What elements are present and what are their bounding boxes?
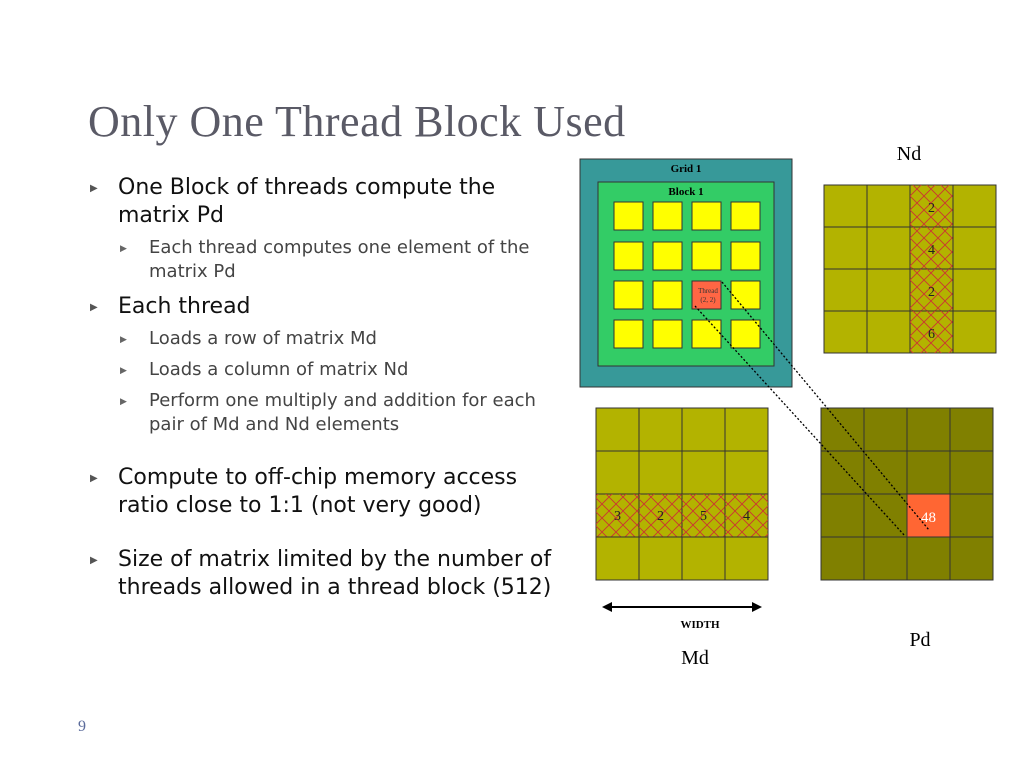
bullet-1: One Block of threads compute the matrix …: [88, 174, 558, 230]
nd-cell: [823, 268, 868, 312]
block-1-label: Block 1: [668, 186, 703, 198]
nd-hatch: [910, 227, 953, 269]
sub-bullet-1-1: Each thread computes one element of the …: [118, 236, 558, 284]
nd-matrix: 2 4 2 6: [823, 184, 997, 354]
bullet-4: Size of matrix limited by the number of …: [88, 546, 558, 602]
md-matrix: 3 2 5 4: [595, 407, 769, 581]
pd-cell: [949, 407, 994, 452]
pd-cell: [906, 407, 951, 452]
nd-cell: [866, 310, 911, 354]
pd-cell: [820, 536, 865, 581]
thread-2-2-cell: [691, 280, 722, 310]
md-cell: [681, 407, 726, 452]
nd-cell: [866, 184, 911, 228]
pd-cell: [863, 536, 908, 581]
pd-cell: [906, 450, 951, 495]
thread-cell: [730, 319, 761, 349]
md-hatch: [682, 494, 725, 537]
thread-cell: [691, 319, 722, 349]
thread-cells: [613, 201, 761, 349]
thread-cell: [613, 280, 644, 310]
grid-1-label: Grid 1: [671, 163, 702, 175]
md-label: Md: [681, 647, 709, 669]
nd-label: Nd: [897, 143, 921, 165]
pd-cell: [906, 536, 951, 581]
sub-bullet-2-1: Loads a row of matrix Md: [118, 327, 558, 352]
nd-value: 6: [928, 327, 935, 342]
thread-cell: [652, 201, 683, 231]
width-arrow: [602, 602, 762, 612]
thread-label: Thread: [698, 287, 718, 295]
bullet-2: Each thread: [88, 293, 558, 322]
pd-cell: [820, 407, 865, 452]
thread-cell: [652, 280, 683, 310]
nd-cell: [866, 268, 911, 312]
md-cell: [595, 407, 640, 452]
thread-cell: [730, 241, 761, 271]
thread-index-label: (2, 2): [700, 296, 716, 304]
nd-cell: [952, 268, 997, 312]
md-cell: [638, 407, 683, 452]
sub-bullet-2-2: Loads a column of matrix Nd: [118, 358, 558, 383]
md-cell: [638, 450, 683, 495]
width-label: WIDTH: [680, 619, 720, 631]
thread-cell: [691, 241, 722, 271]
md-cell: [681, 536, 726, 581]
md-value: 3: [614, 509, 621, 524]
nd-cell: [823, 226, 868, 270]
nd-cell: [952, 310, 997, 354]
nd-hatch: [910, 269, 953, 311]
md-cell: [595, 450, 640, 495]
connector-line-nd: [721, 281, 930, 531]
nd-hatch: [910, 311, 953, 353]
md-cell: [724, 536, 769, 581]
page-number: 9: [78, 718, 86, 735]
nd-cell: [823, 184, 868, 228]
md-cell: [681, 450, 726, 495]
thread-cell: [691, 201, 722, 231]
md-cell: [595, 536, 640, 581]
md-hatch: [725, 494, 768, 537]
md-value: 2: [657, 509, 664, 524]
thread-cell: [652, 241, 683, 271]
md-hatch: [596, 494, 639, 537]
nd-cell: [952, 226, 997, 270]
pd-value: 48: [921, 510, 936, 526]
pd-cell: [949, 536, 994, 581]
pd-cell: [863, 407, 908, 452]
pd-cell: [949, 493, 994, 538]
pd-cell: [820, 450, 865, 495]
md-hatch: [639, 494, 682, 537]
md-cell: [724, 450, 769, 495]
nd-cell: [866, 226, 911, 270]
nd-cell: [952, 184, 997, 228]
nd-cell: [823, 310, 868, 354]
bullet-3: Compute to off-chip memory access ratio …: [88, 464, 558, 520]
thread-cell: [730, 201, 761, 231]
pd-label: Pd: [909, 629, 930, 651]
thread-cell: [613, 319, 644, 349]
slide-title: Only One Thread Block Used: [88, 97, 626, 146]
nd-value: 2: [928, 201, 935, 216]
thread-cell: [730, 280, 761, 310]
md-value: 5: [700, 509, 707, 524]
thread-cell: [652, 319, 683, 349]
md-value: 4: [743, 509, 750, 524]
nd-value: 4: [928, 243, 935, 258]
sub-bullet-2-3: Perform one multiply and addition for ea…: [118, 389, 558, 437]
pd-cell: [949, 450, 994, 495]
pd-cell: [820, 493, 865, 538]
md-cell: [638, 536, 683, 581]
nd-value: 2: [928, 285, 935, 300]
pd-matrix: 48: [820, 407, 994, 581]
thread-cell: [613, 201, 644, 231]
bullet-list: One Block of threads compute the matrix …: [88, 174, 558, 602]
thread-cell: [613, 241, 644, 271]
nd-hatch: [910, 185, 953, 227]
pd-cell: [863, 450, 908, 495]
md-cell: [724, 407, 769, 452]
